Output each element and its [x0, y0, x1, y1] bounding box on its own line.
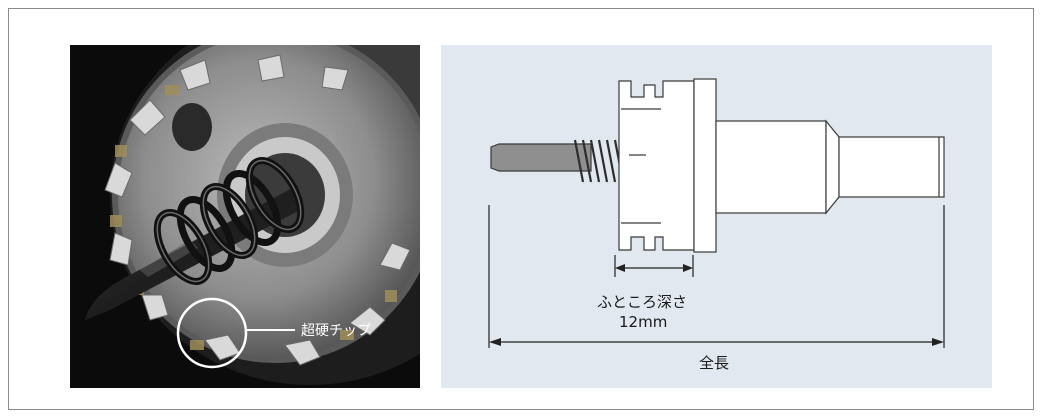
- depth-label: ふところ深さ: [597, 293, 688, 311]
- drawing-shank-end: [838, 136, 945, 198]
- total-length-dimension: [488, 205, 945, 348]
- hole-saw-photo-illustration: [85, 45, 420, 385]
- drawing-flange: [693, 78, 717, 253]
- drawing-shank-body: [715, 120, 827, 214]
- carbide-teeth: [104, 54, 411, 366]
- tip-highlight-circle: [176, 297, 248, 369]
- product-photo: 超硬チップ: [70, 45, 420, 388]
- drawing-pilot-drill: [490, 143, 592, 172]
- depth-dimension: [614, 255, 694, 277]
- hole-saw-drawing: [488, 78, 945, 348]
- drawing-cutter-cup: [618, 80, 695, 251]
- carbide-tip-label: 超硬チップ: [301, 323, 371, 339]
- dimension-diagram: ふところ深さ 12mm 全長: [441, 45, 992, 388]
- total-length-label: 全長: [699, 354, 730, 372]
- depth-value: 12mm: [619, 313, 668, 331]
